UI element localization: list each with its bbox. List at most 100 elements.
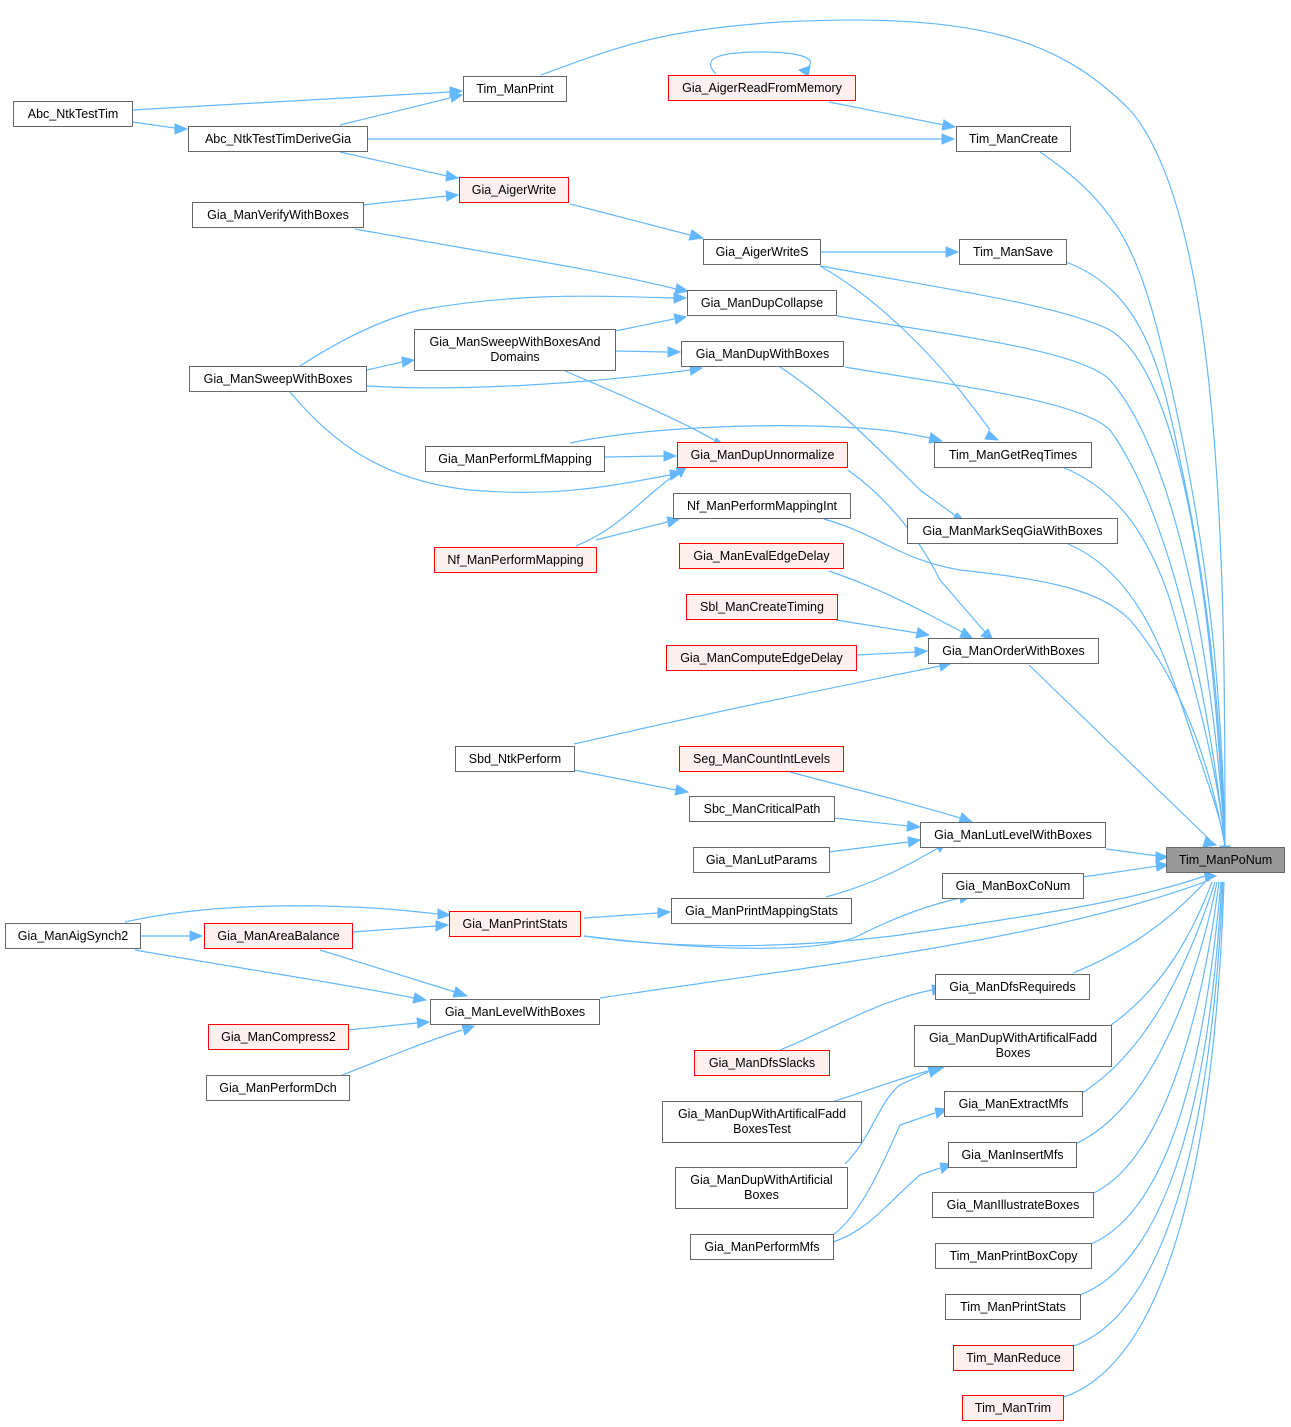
node-tim-manprint[interactable]: Tim_ManPrint — [463, 76, 567, 102]
edge — [564, 370, 715, 441]
node-gia-aigerwrite[interactable]: Gia_AigerWrite — [459, 177, 569, 203]
node-nf-manperformmapping[interactable]: Nf_ManPerformMapping — [434, 547, 597, 573]
edge — [823, 518, 1226, 847]
node-gia-manboxconum[interactable]: Gia_ManBoxCoNum — [942, 873, 1084, 899]
arrow-head — [906, 820, 922, 832]
arrow-head — [1155, 860, 1170, 872]
node-tim-mangetreqtimes[interactable]: Tim_ManGetReqTimes — [934, 442, 1092, 468]
node-tim-mansave[interactable]: Tim_ManSave — [959, 239, 1067, 265]
node-gia-mansweepwithboxesanddomains[interactable]: Gia_ManSweepWithBoxesAnd Domains — [414, 329, 616, 371]
node-gia-mandfsslacks[interactable]: Gia_ManDfsSlacks — [694, 1050, 830, 1076]
edge — [134, 949, 415, 999]
edge — [366, 361, 403, 371]
node-tim-mantrim[interactable]: Tim_ManTrim — [962, 1395, 1064, 1421]
edge — [1061, 466, 1226, 847]
arrow-head — [674, 784, 690, 796]
edge — [614, 318, 675, 332]
node-gia-manlutlevelwithboxes[interactable]: Gia_ManLutLevelWithBoxes — [920, 822, 1106, 848]
node-tim-manprintstats[interactable]: Tim_ManPrintStats — [945, 1294, 1081, 1320]
edge — [1072, 881, 1206, 974]
node-gia-manevaledgedelay[interactable]: Gia_ManEvalEdgeDelay — [679, 543, 844, 569]
arrow-head — [189, 930, 204, 942]
edge — [828, 841, 909, 853]
arrow-head — [914, 646, 929, 658]
edge — [856, 651, 916, 656]
node-abc-ntktesttimderivegia[interactable]: Abc_NtkTestTimDeriveGia — [188, 126, 368, 152]
edge — [595, 521, 668, 541]
node-gia-manlutparams[interactable]: Gia_ManLutParams — [693, 847, 830, 873]
node-tim-mancreate[interactable]: Tim_ManCreate — [956, 126, 1071, 152]
node-nf-manperformmappingint[interactable]: Nf_ManPerformMappingInt — [673, 493, 851, 519]
edge — [614, 350, 669, 353]
edge — [1065, 261, 1226, 847]
node-tim-manprintboxcopy[interactable]: Tim_ManPrintBoxCopy — [935, 1243, 1092, 1269]
edge — [339, 1029, 463, 1077]
node-gia-manareabalance[interactable]: Gia_ManAreaBalance — [204, 923, 353, 949]
edge — [319, 949, 456, 993]
edge — [573, 665, 941, 745]
node-gia-aigerreadfrommemory[interactable]: Gia_AigerReadFromMemory — [668, 75, 856, 101]
arrow-head — [435, 920, 450, 932]
arrow-head — [797, 65, 811, 77]
arrow-heads — [174, 65, 1231, 1174]
node-gia-aigerwrites[interactable]: Gia_AigerWriteS — [703, 239, 821, 265]
node-gia-maninsertmfs[interactable]: Gia_ManInsertMfs — [948, 1142, 1077, 1168]
node-gia-mandupwithboxes[interactable]: Gia_ManDupWithBoxes — [681, 341, 844, 367]
arrow-head — [927, 1066, 942, 1078]
node-sbd-ntkperform[interactable]: Sbd_NtkPerform — [455, 746, 575, 772]
node-gia-manmarkseqgiawithboxes[interactable]: Gia_ManMarkSeqGiaWithBoxes — [907, 518, 1118, 544]
node-abc-ntktesttim[interactable]: Abc_NtkTestTim — [13, 101, 133, 127]
node-gia-mancomputeedgedelay[interactable]: Gia_ManComputeEdgeDelay — [666, 645, 857, 671]
node-gia-manverifywithboxes[interactable]: Gia_ManVerifyWithBoxes — [192, 202, 364, 228]
edge — [779, 366, 957, 517]
arrow-head — [667, 346, 682, 358]
node-gia-manaigsynch2[interactable]: Gia_ManAigSynch2 — [5, 923, 141, 949]
node-gia-manlevelwithboxes[interactable]: Gia_ManLevelWithBoxes — [430, 999, 600, 1025]
arrow-head — [449, 91, 464, 103]
edge — [835, 619, 918, 634]
edge — [832, 1167, 941, 1243]
edge — [339, 151, 448, 177]
arrow-head — [673, 313, 688, 325]
edge — [1028, 664, 1211, 841]
edge — [831, 1069, 933, 1103]
node-gia-manorderwithboxes[interactable]: Gia_ManOrderWithBoxes — [928, 638, 1099, 664]
edge — [366, 369, 691, 389]
node-gia-mancompress2[interactable]: Gia_ManCompress2 — [208, 1024, 349, 1050]
node-gia-manperformmfs[interactable]: Gia_ManPerformMfs — [690, 1234, 834, 1260]
node-gia-mandupwithartificalfaddboxes[interactable]: Gia_ManDupWithArtificalFadd Boxes — [914, 1025, 1112, 1067]
edge — [575, 473, 677, 547]
node-gia-mandupwithartificalfaddboxestest[interactable]: Gia_ManDupWithArtificalFadd BoxesTest — [662, 1101, 862, 1143]
node-gia-mansweepwithboxes[interactable]: Gia_ManSweepWithBoxes — [189, 366, 367, 392]
arrow-head — [915, 627, 931, 639]
edge — [299, 295, 675, 367]
node-sbl-mancreatetiming[interactable]: Sbl_ManCreateTiming — [686, 594, 838, 620]
node-sbc-mancriticalpath[interactable]: Sbc_ManCriticalPath — [689, 796, 835, 822]
node-gia-manextractmfs[interactable]: Gia_ManExtractMfs — [944, 1091, 1083, 1117]
edge — [1082, 865, 1159, 878]
node-seg-mancountintlevels[interactable]: Seg_ManCountIntLevels — [679, 746, 844, 772]
edge — [131, 91, 451, 111]
node-tim-manreduce[interactable]: Tim_ManReduce — [953, 1345, 1074, 1371]
edge — [836, 315, 1226, 847]
edge — [599, 879, 1211, 999]
node-gia-manprintmappingstats[interactable]: Gia_ManPrintMappingStats — [671, 898, 852, 924]
arrow-head — [401, 356, 416, 368]
node-gia-manillustrateboxes[interactable]: Gia_ManIllustrateBoxes — [932, 1192, 1094, 1218]
edge — [779, 989, 933, 1051]
arrow-head — [445, 170, 460, 182]
node-gia-mandfsrequireds[interactable]: Gia_ManDfsRequireds — [935, 974, 1090, 1000]
arrow-head — [941, 119, 957, 131]
node-gia-manperformlfmapping[interactable]: Gia_ManPerformLfMapping — [425, 446, 605, 472]
node-gia-manprintstats[interactable]: Gia_ManPrintStats — [449, 911, 581, 937]
arrow-head — [907, 836, 922, 848]
node-gia-mandupwithartificialboxes[interactable]: Gia_ManDupWithArtificial Boxes — [675, 1167, 848, 1209]
node-gia-manperformdch[interactable]: Gia_ManPerformDch — [206, 1075, 350, 1101]
edge — [832, 1112, 936, 1236]
edge — [583, 897, 961, 949]
node-gia-mandupcollapse[interactable]: Gia_ManDupCollapse — [687, 290, 837, 316]
edge — [844, 1071, 929, 1165]
node-gia-mandupunnormalize[interactable]: Gia_ManDupUnnormalize — [677, 442, 848, 468]
edge — [1081, 881, 1216, 1094]
